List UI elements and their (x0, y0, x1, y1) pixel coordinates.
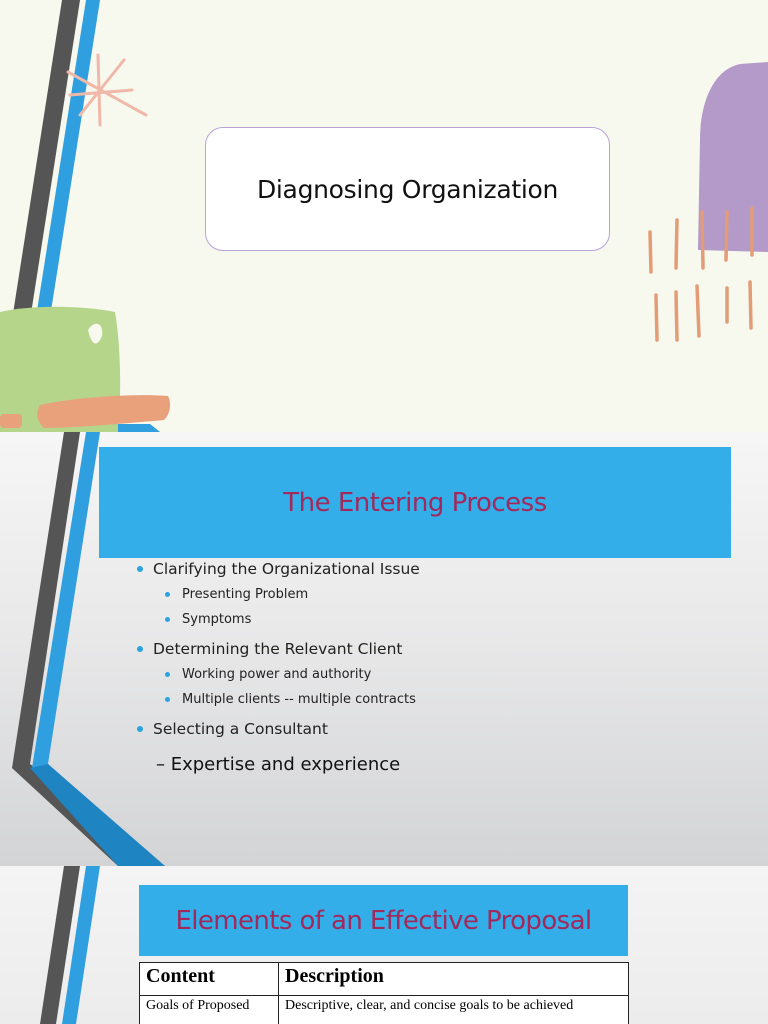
proposal-table: Content Description Goals of Proposed De… (139, 962, 629, 1024)
list-subitem: Symptoms (135, 611, 735, 636)
bullet-icon (165, 697, 170, 702)
slide1-decorations (0, 0, 768, 432)
slide-title[interactable]: Diagnosing Organization (0, 0, 768, 432)
list-item: Clarifying the Organizational Issue (135, 560, 735, 586)
bullet-icon (165, 592, 170, 597)
gray-stripe (40, 866, 80, 1024)
dash-item: – Expertise and experience (156, 754, 401, 775)
slide3-title: Elements of an Effective Proposal (175, 905, 592, 936)
bullet-icon (137, 646, 143, 652)
bullet-icon (165, 617, 170, 622)
list-subitem: Presenting Problem (135, 586, 735, 611)
blue-stripe (32, 432, 162, 866)
column-header: Content (139, 962, 279, 996)
slide2-title-banner: The Entering Process (99, 447, 731, 558)
column-header: Description (278, 962, 629, 996)
blue-stripe (34, 0, 100, 330)
list-subitem: Working power and authority (135, 666, 735, 691)
slide-entering-process[interactable]: The Entering Process Clarifying the Orga… (0, 432, 768, 866)
list-subitem: Multiple clients -- multiple contracts (135, 691, 735, 716)
slide-proposal[interactable]: Elements of an Effective Proposal Conten… (0, 866, 768, 1024)
slide3-title-banner: Elements of an Effective Proposal (139, 885, 628, 956)
slide1-title: Diagnosing Organization (256, 174, 559, 204)
table-cell: Descriptive, clear, and concise goals to… (278, 995, 629, 1024)
slide2-decorations (12, 432, 165, 866)
table-cell: Goals of Proposed (139, 995, 279, 1024)
starburst-shape (66, 53, 148, 127)
purple-blob (698, 62, 768, 252)
blue-stripe (62, 866, 100, 1024)
list-item: Selecting a Consultant (135, 720, 735, 746)
title-box: Diagnosing Organization (205, 127, 610, 251)
bullet-icon (165, 672, 170, 677)
orange-shape (37, 395, 171, 428)
bullet-icon (137, 726, 143, 732)
table-header-row: Content Description (139, 962, 629, 996)
gray-stripe (12, 432, 165, 866)
slide3-decorations (40, 866, 100, 1024)
table-row: Goals of Proposed Descriptive, clear, an… (139, 995, 629, 1024)
bullet-icon (137, 566, 143, 572)
slide2-title: The Entering Process (283, 487, 547, 518)
bullet-list: Clarifying the Organizational Issue Pres… (135, 560, 735, 746)
gray-stripe (12, 0, 80, 320)
list-item: Determining the Relevant Client (135, 640, 735, 666)
tick-marks (648, 206, 754, 342)
